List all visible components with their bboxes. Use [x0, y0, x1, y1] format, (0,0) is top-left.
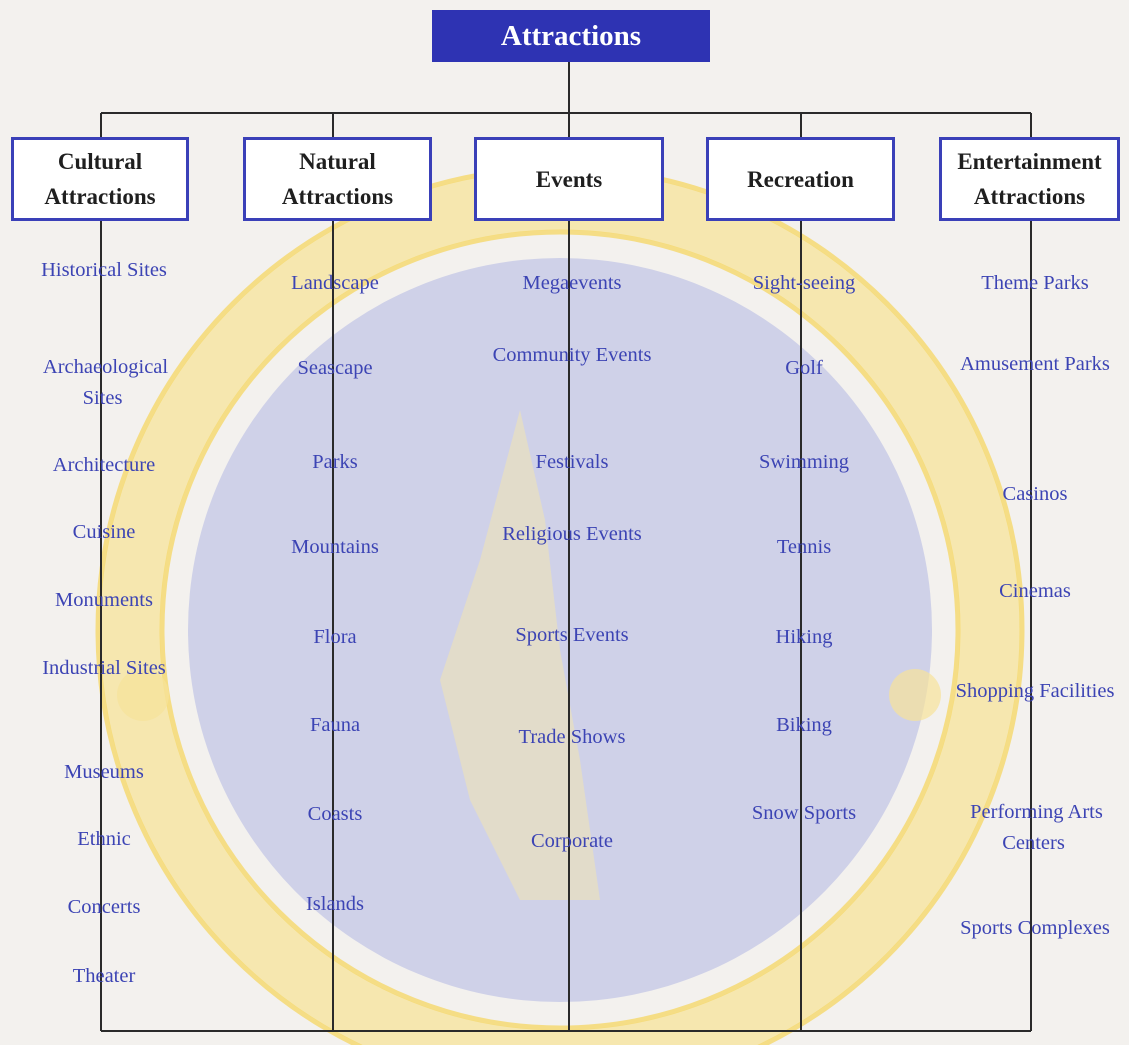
item-cultural-1: Archaeological Sites [42, 356, 169, 409]
item-natural-1: Seascape [297, 357, 373, 379]
item-events-3: Religious Events [502, 523, 642, 545]
item-recreation-3: Tennis [776, 536, 832, 558]
item-cultural-0: Historical Sites [41, 259, 167, 281]
root-label: Attractions [500, 19, 642, 52]
item-cultural-4: Monuments [55, 589, 153, 611]
category-label: Natural Attractions [281, 149, 394, 209]
seal-flower-right [889, 669, 941, 721]
item-natural-7: Islands [305, 893, 365, 915]
item-recreation-0: Sight-seeing [752, 272, 856, 294]
category-entertainment-attractions: Entertainment Attractions [939, 137, 1120, 221]
item-recreation-6: Snow Sports [751, 802, 857, 824]
category-label: Entertainment Attractions [957, 149, 1102, 209]
item-natural-3: Mountains [291, 536, 379, 558]
category-label: Events [535, 166, 603, 192]
root-node: Attractions [432, 10, 710, 62]
item-entertainment-3: Cinemas [999, 580, 1071, 602]
item-entertainment-0: Theme Parks [981, 272, 1089, 294]
item-natural-2: Parks [312, 451, 358, 473]
item-events-4: Sports Events [515, 624, 629, 646]
category-cultural-attractions: Cultural Attractions [11, 137, 189, 221]
item-events-2: Festivals [535, 451, 609, 473]
seal-inner-disc [188, 258, 932, 1002]
category-recreation: Recreation [706, 137, 895, 221]
item-entertainment-2: Casinos [1002, 483, 1068, 505]
item-entertainment-6: Sports Complexes [960, 917, 1110, 939]
item-recreation-5: Biking [776, 714, 832, 736]
item-entertainment-1: Amusement Parks [960, 353, 1110, 375]
item-recreation-2: Swimming [759, 451, 849, 473]
item-natural-0: Landscape [291, 272, 379, 294]
item-events-5: Trade Shows [518, 726, 626, 748]
item-events-0: Megaevents [522, 272, 622, 294]
item-cultural-7: Ethnic [77, 828, 131, 850]
item-events-1: Community Events [492, 344, 652, 366]
category-label: Recreation [747, 166, 854, 192]
item-natural-5: Fauna [309, 714, 361, 736]
item-cultural-6: Museums [64, 761, 144, 783]
item-cultural-9: Theater [72, 965, 136, 987]
category-natural-attractions: Natural Attractions [243, 137, 432, 221]
item-cultural-8: Concerts [67, 896, 141, 918]
seal-inner-ring [159, 229, 961, 1031]
seal-emblem [440, 410, 600, 900]
item-events-6: Corporate [531, 830, 613, 852]
category-label: Cultural Attractions [44, 149, 156, 209]
item-cultural-3: Cuisine [72, 521, 136, 543]
item-natural-6: Coasts [307, 803, 363, 825]
item-cultural-2: Architecture [52, 454, 156, 476]
seal-flower-left [117, 669, 169, 721]
category-events: Events [474, 137, 664, 221]
item-entertainment-5: Performing Arts Centers [970, 801, 1103, 854]
item-entertainment-4: Shopping Facilities [955, 680, 1115, 702]
item-recreation-1: Golf [785, 357, 823, 379]
item-cultural-5: Industrial Sites [42, 657, 166, 679]
item-natural-4: Flora [313, 626, 357, 648]
item-recreation-4: Hiking [775, 626, 833, 648]
